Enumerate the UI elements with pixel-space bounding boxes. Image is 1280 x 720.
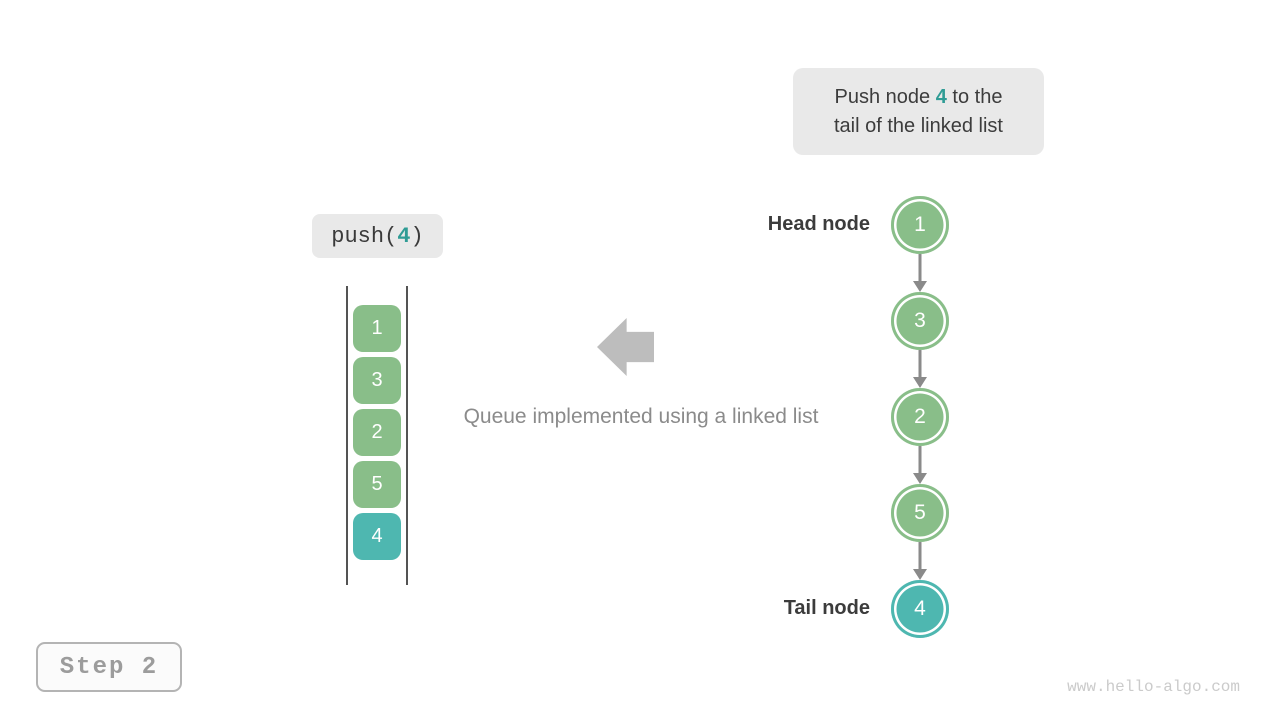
arrow-head <box>913 569 927 580</box>
push-label-text: push( <box>331 223 398 249</box>
push-label-value: 4 <box>397 223 411 249</box>
callout-line-1: Push node 4 to the <box>835 83 1003 112</box>
linked-list-node: 5 <box>891 484 949 542</box>
left-block-arrow-icon <box>597 318 654 376</box>
linked-list-node: 4 <box>891 580 949 638</box>
arrow-shaft <box>918 350 922 381</box>
queue-container: 1 3 2 5 4 <box>346 286 408 585</box>
push-description-callout: Push node 4 to the tail of the linked li… <box>793 68 1044 155</box>
tail-node-label: Tail node <box>783 597 870 619</box>
queue-item: 2 <box>353 409 401 456</box>
linked-list-node: 2 <box>891 388 949 446</box>
step-badge: Step 2 <box>36 642 182 692</box>
arrow-shaft <box>918 446 922 477</box>
queue-item: 4 <box>353 513 401 560</box>
push-label-text: ) <box>410 223 424 249</box>
callout-text: to the <box>946 85 1003 108</box>
head-node-label: Head node <box>767 213 870 235</box>
arrow-head <box>913 473 927 484</box>
diagram-caption: Queue implemented using a linked list <box>463 405 819 428</box>
down-arrow-icon <box>913 350 927 388</box>
callout-text: Push node <box>834 85 936 108</box>
linked-list-node: 1 <box>891 196 949 254</box>
arrow-head <box>913 377 927 388</box>
site-watermark: www.hello-algo.com <box>1067 678 1240 696</box>
queue-item: 3 <box>353 357 401 404</box>
queue-item: 1 <box>353 305 401 352</box>
arrow-shaft <box>918 542 922 573</box>
callout-node-value: 4 <box>935 85 947 108</box>
down-arrow-icon <box>913 542 927 580</box>
queue-item: 5 <box>353 461 401 508</box>
down-arrow-icon <box>913 254 927 292</box>
down-arrow-icon <box>913 446 927 484</box>
arrow-head <box>913 281 927 292</box>
arrow-shaft <box>918 254 922 285</box>
linked-list-node: 3 <box>891 292 949 350</box>
callout-line-2: tail of the linked list <box>834 114 1003 137</box>
push-operation-label: push(4) <box>312 214 443 258</box>
